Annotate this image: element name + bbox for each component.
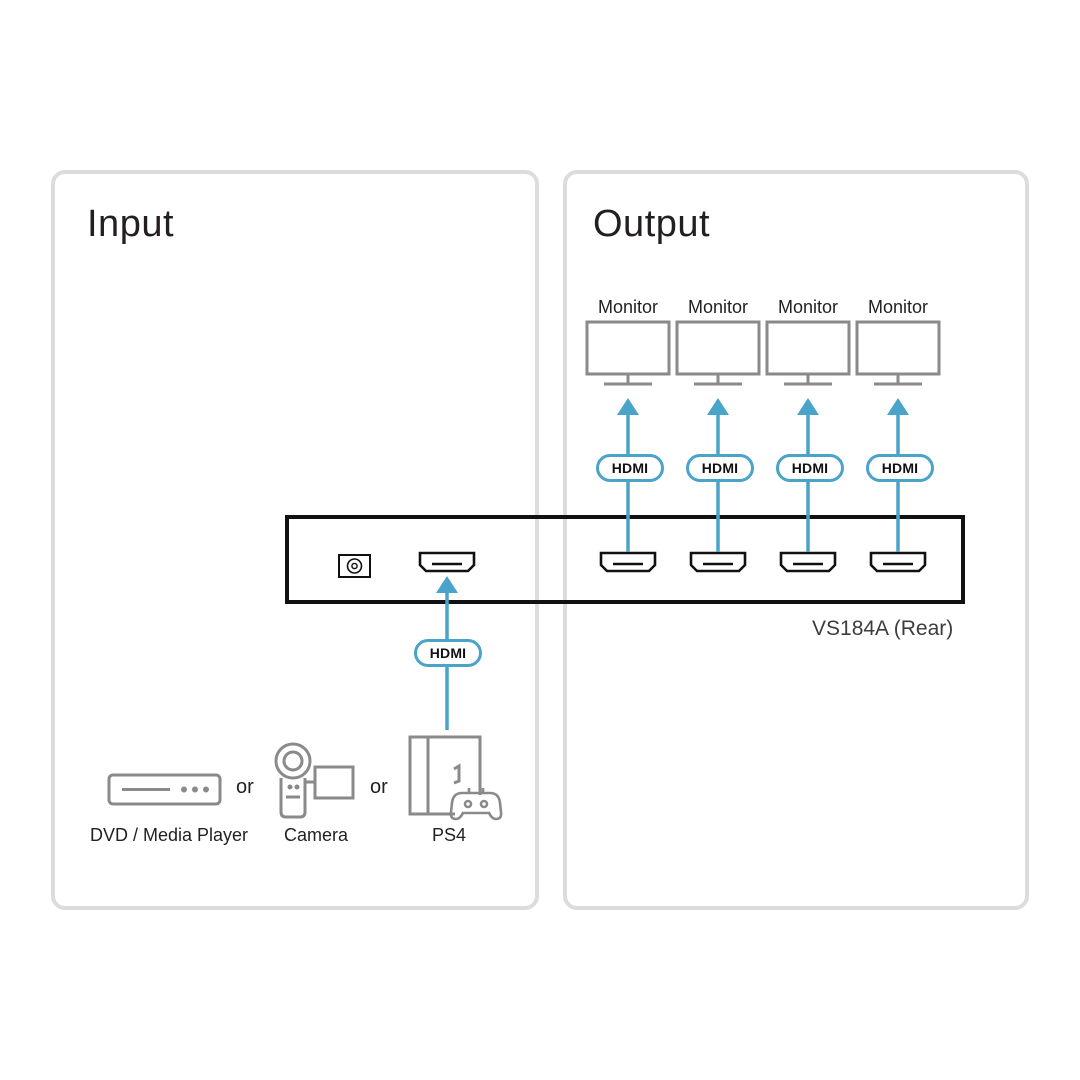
monitor-label-3: Monitor [777, 297, 839, 317]
monitor-icon-3 [765, 320, 851, 386]
camera-icon [274, 742, 355, 819]
output-link-arrow-4 [887, 398, 909, 552]
hdmi-links [436, 398, 909, 730]
power-jack-icon [338, 554, 371, 578]
dvd-player-icon [107, 773, 222, 806]
monitor-icon-1 [585, 320, 671, 386]
or-separator-2: or [370, 776, 388, 798]
input-panel-title: Input [87, 203, 175, 245]
hdmi-cable-label-out-4: HDMI [866, 454, 934, 482]
hdmi-output-port-icon-4 [869, 551, 927, 573]
hdmi-input-port-icon [418, 551, 476, 573]
source-label-ps4: PS4 [432, 825, 467, 845]
hdmi-cable-label-in: HDMI [414, 639, 482, 667]
hdmi-output-port-icon-2 [689, 551, 747, 573]
hdmi-output-port-icon-1 [599, 551, 657, 573]
monitor-label-1: Monitor [597, 297, 659, 317]
output-link-arrow-1 [617, 398, 639, 552]
source-label-dvd: DVD / Media Player [90, 825, 249, 845]
hdmi-ports [418, 551, 927, 573]
source-label-camera: Camera [284, 825, 349, 845]
gamepad-icon [449, 788, 503, 821]
hdmi-cable-label-out-1: HDMI [596, 454, 664, 482]
splitter-rear-panel [285, 515, 965, 604]
monitor-label-2: Monitor [687, 297, 749, 317]
hdmi-cable-label-out-2: HDMI [686, 454, 754, 482]
hdmi-output-port-icon-3 [779, 551, 837, 573]
monitor-icons [585, 320, 941, 386]
or-separator-1: or [236, 776, 254, 798]
ps4-console-icon [408, 735, 482, 816]
device-caption: VS184A (Rear) [812, 617, 954, 640]
hdmi-cable-label-out-3: HDMI [776, 454, 844, 482]
output-link-arrow-3 [797, 398, 819, 552]
monitor-icon-2 [675, 320, 761, 386]
output-panel [563, 170, 1029, 910]
monitor-icon-4 [855, 320, 941, 386]
output-link-arrow-2 [707, 398, 729, 552]
monitor-label-4: Monitor [867, 297, 929, 317]
output-panel-title: Output [593, 203, 711, 245]
